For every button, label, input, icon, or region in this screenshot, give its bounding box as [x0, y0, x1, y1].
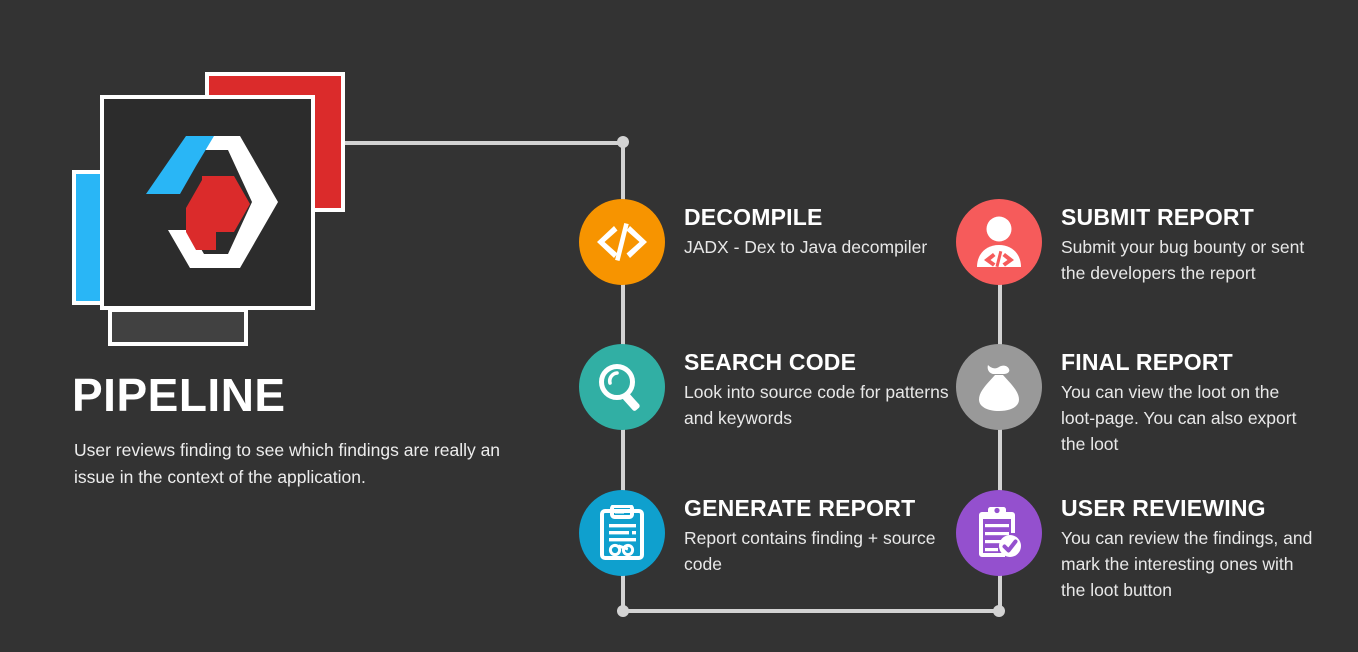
- node-generate-report-title: GENERATE REPORT: [684, 495, 916, 521]
- node-search-code[interactable]: SEARCH CODE Look into source code for pa…: [579, 344, 949, 432]
- app-logo: [70, 60, 370, 350]
- user-code-icon: [977, 216, 1021, 268]
- node-user-reviewing-title: USER REVIEWING: [1061, 495, 1266, 521]
- node-decompile-circle: [579, 199, 665, 285]
- node-user-reviewing[interactable]: USER REVIEWING You can review the findin…: [956, 490, 1317, 603]
- node-user-reviewing-text: USER REVIEWING You can review the findin…: [1061, 490, 1317, 603]
- node-decompile-desc: JADX - Dex to Java decompiler: [684, 237, 928, 258]
- node-final-report-circle: [956, 344, 1042, 430]
- logo-card-main: [100, 95, 315, 310]
- node-final-report-desc: You can view the loot on the loot-page. …: [1061, 382, 1297, 454]
- node-decompile-title: DECOMPILE: [684, 204, 823, 230]
- node-search-code-circle: [579, 344, 665, 430]
- page-subtitle: User reviews finding to see which findin…: [74, 440, 501, 487]
- clipboard-check-icon: [979, 507, 1021, 557]
- page-title: PIPELINE: [72, 369, 286, 421]
- logo-card-bottom: [108, 308, 248, 346]
- node-submit-report[interactable]: SUBMIT REPORT Submit your bug bounty or …: [956, 199, 1319, 287]
- node-search-code-text: SEARCH CODE Look into source code for pa…: [684, 344, 949, 432]
- node-submit-report-circle: [956, 199, 1042, 285]
- node-submit-report-text: SUBMIT REPORT Submit your bug bounty or …: [1061, 199, 1319, 287]
- money-bag-icon: [979, 365, 1019, 411]
- node-generate-report-desc: Report contains finding + source code: [684, 528, 936, 575]
- node-generate-report-circle: [579, 490, 665, 576]
- node-search-code-title: SEARCH CODE: [684, 349, 857, 375]
- hexagon-emblem-icon: [145, 135, 278, 268]
- node-user-reviewing-circle: [956, 490, 1042, 576]
- node-generate-report[interactable]: GENERATE REPORT Report contains finding …: [579, 490, 949, 578]
- clipboard-code-icon: [600, 505, 644, 560]
- node-final-report[interactable]: FINAL REPORT You can view the loot on th…: [956, 344, 1313, 457]
- node-search-code-desc: Look into source code for patterns and k…: [684, 382, 949, 429]
- node-user-reviewing-desc: You can review the findings, and mark th…: [1061, 528, 1313, 600]
- node-final-report-text: FINAL REPORT You can view the loot on th…: [1061, 344, 1313, 457]
- node-final-report-title: FINAL REPORT: [1061, 349, 1233, 375]
- node-submit-report-desc: Submit your bug bounty or sent the devel…: [1061, 237, 1305, 284]
- connector-logo-horizontal: [345, 141, 624, 145]
- node-submit-report-title: SUBMIT REPORT: [1061, 204, 1254, 230]
- magnifier-icon: [599, 364, 640, 411]
- connector-dot-bottom-left: [617, 605, 629, 617]
- code-brackets-icon: [597, 222, 647, 261]
- node-decompile[interactable]: DECOMPILE JADX - Dex to Java decompiler: [579, 199, 927, 285]
- connector-bottom-horizontal: [621, 609, 1002, 613]
- node-decompile-text: DECOMPILE JADX - Dex to Java decompiler: [684, 199, 927, 261]
- connector-dot-bottom-right: [993, 605, 1005, 617]
- node-generate-report-text: GENERATE REPORT Report contains finding …: [684, 490, 949, 578]
